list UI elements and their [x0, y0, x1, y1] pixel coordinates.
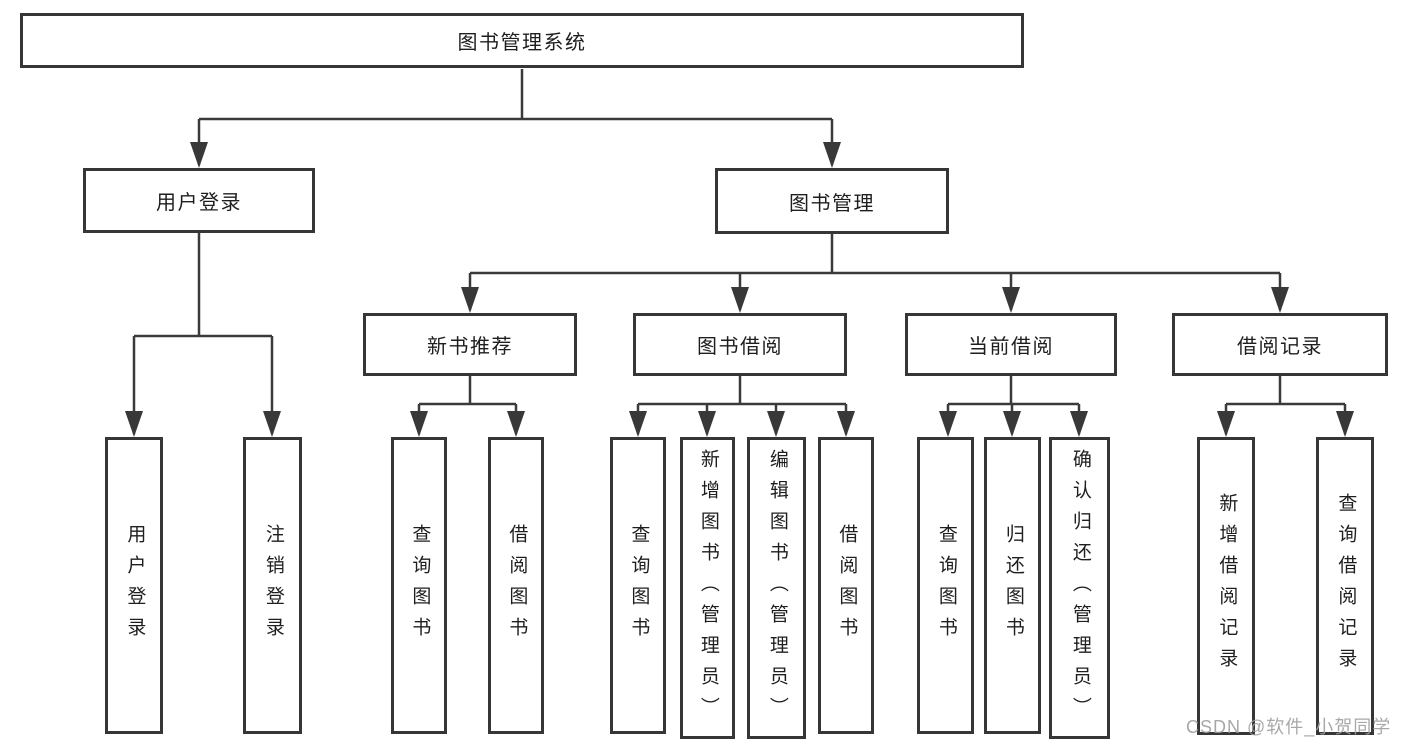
arrowhead-icon — [731, 287, 749, 313]
arrowhead-icon — [939, 411, 957, 437]
arrowhead-icon — [507, 411, 525, 437]
arrowhead-icon — [1002, 287, 1020, 313]
leaf-borrow-books-recommend-label: 借阅图书 — [506, 523, 528, 648]
leaf-query-borrow-record-label: 查询借阅记录 — [1335, 493, 1357, 679]
node-book-borrowing: 图书借阅 — [633, 313, 847, 376]
csdn-watermark: CSDN @软件_小贺同学 — [1186, 717, 1392, 737]
node-root: 图书管理系统 — [20, 13, 1024, 68]
arrowhead-icon — [767, 411, 785, 437]
leaf-query-books-recommend-label: 查询图书 — [409, 523, 431, 648]
arrowhead-icon — [1336, 411, 1354, 437]
leaf-borrow-books-borrowing: 借阅图书 — [818, 437, 874, 734]
node-current-borrowing-label: 当前借阅 — [968, 336, 1054, 358]
leaf-return-book-label: 归还图书 — [1002, 523, 1024, 648]
node-book-management-label: 图书管理 — [789, 192, 875, 215]
arrowheads — [125, 142, 1354, 437]
leaf-confirm-return-admin: 确认归还（管理员） — [1049, 437, 1110, 739]
leaf-query-books-current-label: 查询图书 — [935, 523, 957, 648]
node-book-management: 图书管理 — [715, 168, 949, 234]
leaf-query-borrow-record: 查询借阅记录 — [1316, 437, 1374, 735]
leaf-query-books-borrowing: 查询图书 — [610, 437, 666, 734]
arrowhead-icon — [698, 411, 716, 437]
arrowhead-icon — [1217, 411, 1235, 437]
node-new-book-recommend-label: 新书推荐 — [427, 336, 513, 358]
leaf-confirm-return-admin-label: 确认归还（管理员） — [1069, 448, 1091, 728]
leaf-return-book: 归还图书 — [984, 437, 1041, 734]
node-user-login-group: 用户登录 — [83, 168, 315, 233]
leaf-borrow-books-recommend: 借阅图书 — [488, 437, 544, 734]
leaf-logout: 注销登录 — [243, 437, 302, 734]
leaf-borrow-books-borrowing-label: 借阅图书 — [836, 523, 858, 648]
leaf-user-login: 用户登录 — [105, 437, 163, 734]
leaf-user-login-label: 用户登录 — [124, 523, 146, 648]
arrowhead-icon — [125, 411, 143, 437]
leaf-query-books-current: 查询图书 — [917, 437, 974, 734]
leaf-add-borrow-record-label: 新增借阅记录 — [1216, 493, 1238, 679]
node-borrowing-records-label: 借阅记录 — [1237, 336, 1323, 358]
arrowhead-icon — [190, 142, 208, 168]
leaf-add-borrow-record: 新增借阅记录 — [1197, 437, 1255, 735]
arrowhead-icon — [410, 411, 428, 437]
leaf-add-book-admin-label: 新增图书（管理员） — [697, 448, 719, 728]
arrowhead-icon — [1003, 411, 1021, 437]
arrowhead-icon — [461, 287, 479, 313]
node-current-borrowing: 当前借阅 — [905, 313, 1117, 376]
node-book-borrowing-label: 图书借阅 — [697, 336, 783, 358]
node-new-book-recommend: 新书推荐 — [363, 313, 577, 376]
arrowhead-icon — [837, 411, 855, 437]
node-root-label: 图书管理系统 — [457, 32, 587, 54]
leaf-logout-label: 注销登录 — [262, 523, 284, 648]
leaf-edit-book-admin: 编辑图书（管理员） — [747, 437, 806, 739]
leaf-query-books-borrowing-label: 查询图书 — [628, 523, 650, 648]
arrowhead-icon — [263, 411, 281, 437]
node-borrowing-records: 借阅记录 — [1172, 313, 1388, 376]
arrowhead-icon — [1070, 411, 1088, 437]
node-user-login-group-label: 用户登录 — [156, 192, 242, 214]
leaf-query-books-recommend: 查询图书 — [391, 437, 447, 734]
arrowhead-icon — [629, 411, 647, 437]
leaf-add-book-admin: 新增图书（管理员） — [680, 437, 735, 739]
connector-paths — [132, 69, 1347, 434]
arrowhead-icon — [823, 142, 841, 168]
leaf-edit-book-admin-label: 编辑图书（管理员） — [766, 448, 788, 728]
arrowhead-icon — [1271, 287, 1289, 313]
